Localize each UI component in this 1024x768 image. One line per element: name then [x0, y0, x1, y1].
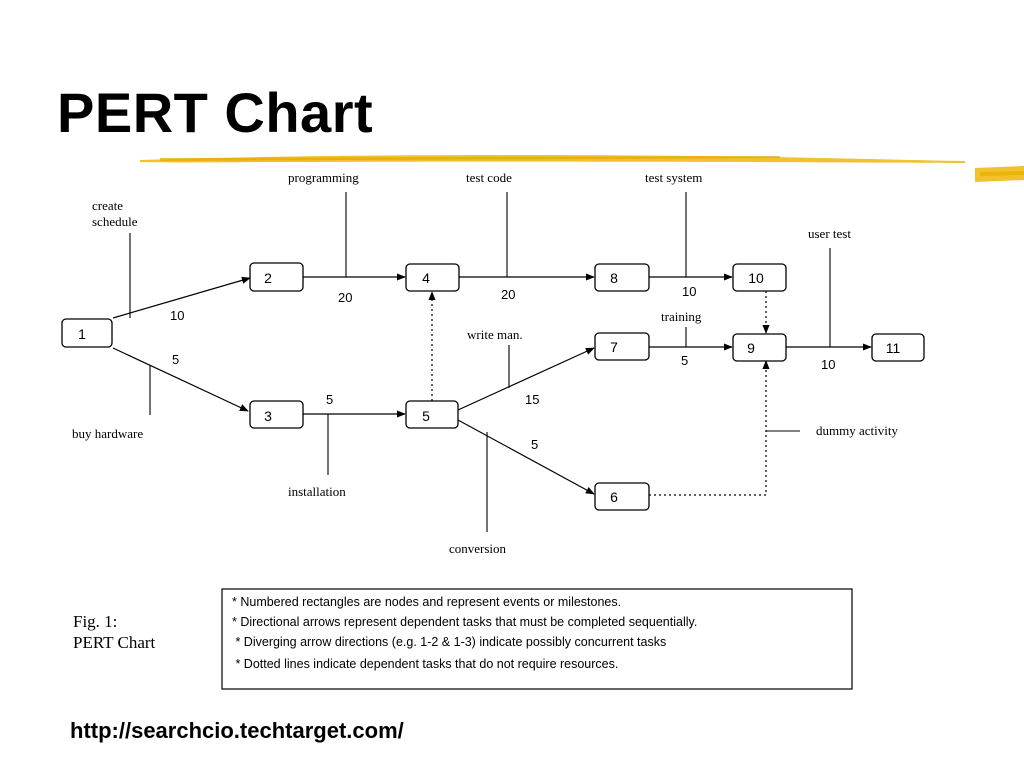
dotted-6-9 — [649, 360, 770, 496]
svg-text:2: 2 — [264, 270, 272, 286]
label-dummy-activity: dummy activity — [816, 423, 898, 438]
arrow-1-3 — [112, 347, 249, 412]
duration-1-2: 10 — [170, 308, 184, 323]
node-1: 1 — [61, 318, 113, 348]
label-write-manual: write man. — [467, 327, 523, 342]
duration-8-10: 10 — [682, 284, 696, 299]
node-2: 2 — [249, 262, 304, 292]
label-training: training — [661, 309, 702, 324]
svg-text:10: 10 — [748, 270, 764, 286]
arrow-5-7 — [457, 347, 595, 411]
label-schedule: schedule — [92, 214, 138, 229]
node-6: 6 — [594, 482, 650, 511]
svg-text:11: 11 — [886, 340, 901, 356]
duration-5-6: 5 — [531, 437, 538, 452]
notes-box: * Numbered rectangles are nodes and repr… — [221, 588, 853, 690]
slide-title: PERT Chart — [57, 81, 374, 144]
label-conversion: conversion — [449, 541, 507, 556]
dummy-arrows — [428, 291, 770, 496]
label-installation: installation — [288, 484, 346, 499]
duration-7-9: 5 — [681, 353, 688, 368]
svg-text:Fig. 1:: Fig. 1: — [73, 612, 117, 631]
note-line: * Diverging arrow directions (e.g. 1-2 &… — [232, 635, 666, 649]
svg-text:3: 3 — [264, 408, 272, 424]
node-10: 10 — [732, 263, 787, 292]
node-5: 5 — [405, 400, 459, 429]
duration-1-3: 5 — [172, 352, 179, 367]
note-line: * Directional arrows represent dependent… — [232, 615, 697, 629]
node-11: 11 — [871, 333, 925, 362]
duration-2-4: 20 — [338, 290, 352, 305]
label-leaders — [129, 192, 831, 532]
svg-text:9: 9 — [747, 340, 755, 356]
label-programming: programming — [288, 170, 359, 185]
svg-text:PERT Chart: PERT Chart — [73, 633, 156, 652]
source-url: http://searchcio.techtarget.com/ — [70, 718, 404, 743]
arrow-1-2 — [112, 276, 251, 319]
node-4: 4 — [405, 263, 460, 292]
activity-labels: create schedule programming test code te… — [72, 170, 898, 556]
duration-9-11: 10 — [821, 357, 835, 372]
duration-5-7: 15 — [525, 392, 539, 407]
label-test-system: test system — [645, 170, 702, 185]
arrow-5-6 — [457, 419, 595, 495]
duration-4-8: 20 — [501, 287, 515, 302]
pert-nodes: 1 2 3 4 5 6 7 8 9 10 11 — [61, 262, 925, 511]
node-8: 8 — [594, 263, 650, 292]
svg-text:5: 5 — [422, 408, 430, 424]
svg-text:4: 4 — [422, 270, 430, 286]
note-line: * Numbered rectangles are nodes and repr… — [232, 595, 621, 609]
label-user-test: user test — [808, 226, 851, 241]
label-create: create — [92, 198, 123, 213]
svg-text:8: 8 — [610, 270, 618, 286]
svg-text:6: 6 — [610, 489, 618, 505]
label-test-code: test code — [466, 170, 512, 185]
duration-3-5: 5 — [326, 392, 333, 407]
svg-text:7: 7 — [610, 339, 618, 355]
label-buy-hardware: buy hardware — [72, 426, 143, 441]
svg-text:1: 1 — [78, 326, 86, 342]
node-9: 9 — [732, 333, 787, 362]
figure-caption: Fig. 1: PERT Chart — [73, 612, 156, 652]
durations: 10 5 20 5 20 15 5 10 5 10 — [170, 284, 835, 452]
node-7: 7 — [594, 332, 650, 361]
node-3: 3 — [249, 400, 304, 429]
title-underline — [140, 155, 1024, 182]
task-arrows — [112, 273, 872, 495]
note-line: * Dotted lines indicate dependent tasks … — [232, 657, 618, 671]
